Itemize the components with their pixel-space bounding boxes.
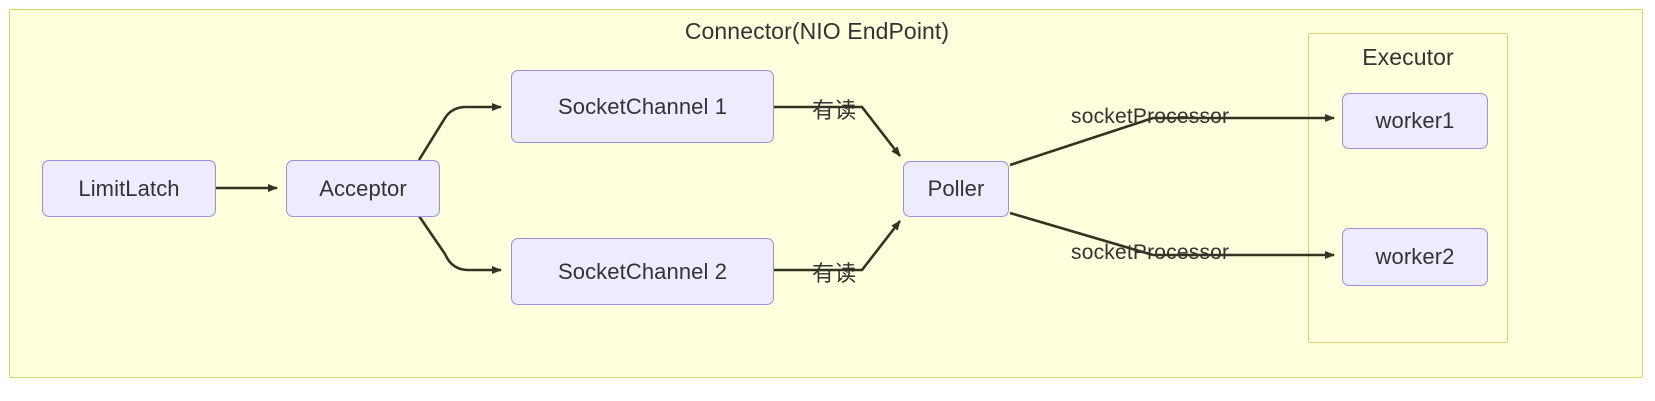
node-worker2-label: worker2 xyxy=(1375,244,1455,269)
node-poller-label: Poller xyxy=(927,176,985,201)
subgraph-executor xyxy=(1308,33,1508,343)
node-worker2[interactable]: worker2 xyxy=(1342,228,1488,286)
node-worker1[interactable]: worker1 xyxy=(1342,93,1488,149)
node-poller[interactable]: Poller xyxy=(903,161,1009,217)
edge-label-poller-worker1: socketProcessor xyxy=(1071,105,1230,128)
node-worker1-label: worker1 xyxy=(1375,108,1455,133)
node-limitlatch-label: LimitLatch xyxy=(78,175,180,201)
edge-label-socketchannel1-poller: 有读 xyxy=(812,99,857,124)
edge-label-socketchannel2-poller: 有读 xyxy=(812,262,857,287)
node-socketchannel-1[interactable]: SocketChannel 1 xyxy=(511,70,774,143)
node-socketchannel-2-label: SocketChannel 2 xyxy=(557,258,728,284)
node-socketchannel-1-label: SocketChannel 1 xyxy=(557,93,728,119)
node-limitlatch[interactable]: LimitLatch xyxy=(42,160,216,217)
node-socketchannel-2[interactable]: SocketChannel 2 xyxy=(511,238,774,305)
subgraph-connector-title: Connector(NIO EndPoint) xyxy=(684,18,950,44)
node-acceptor-label: Acceptor xyxy=(319,175,407,201)
edge-label-poller-worker2: socketProcessor xyxy=(1071,241,1230,264)
node-acceptor[interactable]: Acceptor xyxy=(286,160,440,217)
subgraph-executor-title: Executor xyxy=(1362,44,1454,70)
